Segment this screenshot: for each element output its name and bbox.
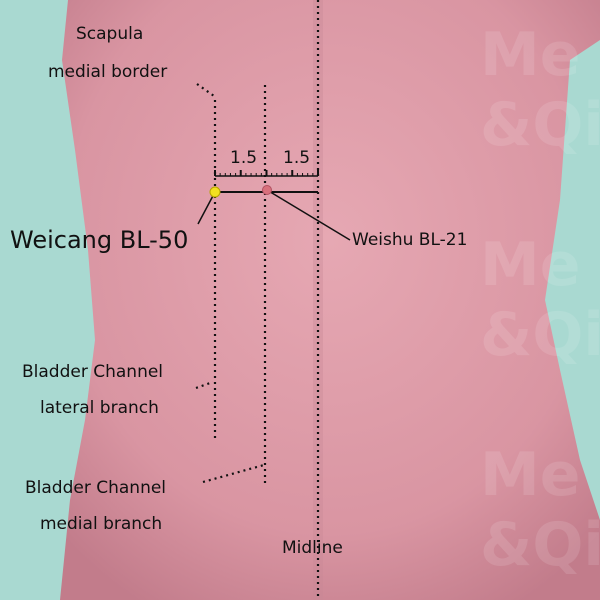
midline-label: Midline xyxy=(282,538,343,558)
medial-branch-label-line1: Bladder Channel xyxy=(25,478,167,498)
weishu-point[interactable] xyxy=(262,185,272,195)
scapula-label-line1: Scapula xyxy=(76,24,144,44)
lateral-branch-label-line1: Bladder Channel xyxy=(22,362,164,382)
watermark-logo: Me&Qi xyxy=(480,440,600,580)
lateral-branch-label-line2: lateral branch xyxy=(40,398,159,418)
weicang-label: Weicang BL-50 xyxy=(10,226,189,254)
watermark-logo: Me&Qi xyxy=(480,20,600,160)
scapula-label-line2: medial border xyxy=(48,62,168,82)
medial-branch-label-line2: medial branch xyxy=(40,514,163,534)
watermark-logo: Me&Qi xyxy=(480,230,600,370)
distance-left-label: 1.5 xyxy=(230,148,258,168)
back-torso xyxy=(60,0,600,600)
main-point-leader xyxy=(197,191,216,225)
reference-point-leader xyxy=(266,189,351,241)
distance-right-label: 1.5 xyxy=(283,148,311,168)
weishu-label: Weishu BL-21 xyxy=(352,230,468,250)
weicang-point[interactable] xyxy=(209,186,221,198)
medial-leader xyxy=(202,463,265,484)
